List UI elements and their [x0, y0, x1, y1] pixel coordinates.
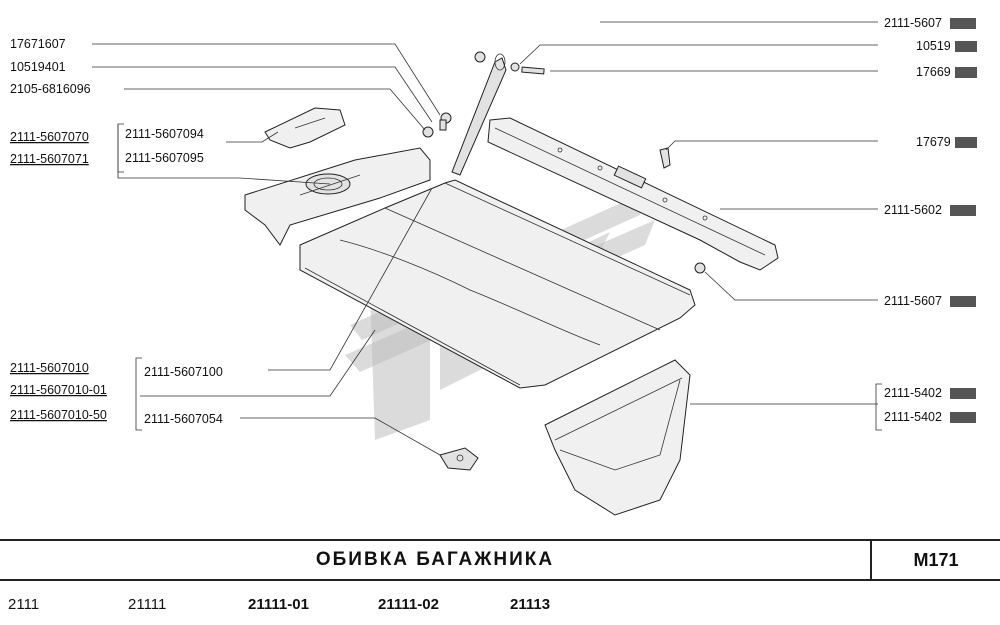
- label-2111-5607094: 2111-5607094: [125, 127, 204, 141]
- title-divider: [870, 541, 872, 579]
- label-2111-5607100: 2111-5607100: [144, 365, 223, 379]
- label-10519401: 10519401: [10, 60, 66, 74]
- speaker-cover: [264, 107, 346, 149]
- model-21113: 21113: [510, 596, 551, 613]
- label-2111-5607071: 2111-5607071: [10, 152, 89, 166]
- label-2111-5607010: 2111-5607010: [10, 361, 89, 375]
- sheet-code: M171: [913, 550, 959, 570]
- redaction-bar: [950, 388, 976, 399]
- title-bar: ОБИВКА БАГАЖНИКА M171: [0, 539, 1000, 581]
- label-right-17679: 17679: [916, 135, 951, 149]
- label-brackets: [117, 123, 882, 431]
- redaction-bar: [955, 41, 977, 52]
- model-2111: 2111: [8, 596, 40, 613]
- label-2111-5607095: 2111-5607095: [125, 151, 204, 165]
- label-2111-5607070: 2111-5607070: [10, 130, 89, 144]
- redaction-bar: [950, 18, 976, 29]
- model-21111-02: 21111-02: [378, 596, 439, 613]
- redaction-bar: [950, 412, 976, 423]
- redaction-bar: [955, 67, 977, 78]
- fasteners: [422, 51, 706, 274]
- redaction-bar: [950, 205, 976, 216]
- redaction-bar: [950, 296, 976, 307]
- label-right-2111-5607-bottom: 2111-5607: [884, 294, 942, 308]
- label-2111-5607010-01: 2111-5607010-01: [10, 383, 107, 397]
- label-right-10519: 10519: [916, 39, 951, 53]
- label-right-2111-5602: 2111-5602: [884, 203, 942, 217]
- bracket: [439, 447, 479, 471]
- parts-diagram: 17671607 10519401 2105-6816096 2111-5607…: [10, 16, 977, 516]
- leader-lines: [92, 21, 878, 456]
- model-list: 2111 21111 21111-01 21111-02 21113: [0, 596, 1000, 620]
- model-21111: 21111: [128, 596, 167, 613]
- support-rod: [451, 53, 507, 176]
- model-21111-01: 21111-01: [248, 596, 309, 613]
- label-right-17669: 17669: [916, 65, 951, 79]
- label-right-2111-5402-a: 2111-5402: [884, 386, 942, 400]
- label-2105-6816096: 2105-6816096: [10, 82, 91, 96]
- page-title: ОБИВКА БАГАЖНИКА: [315, 549, 555, 570]
- shelf-upper-trim: [487, 117, 779, 271]
- label-17671607: 17671607: [10, 37, 66, 51]
- label-2111-5607054: 2111-5607054: [144, 412, 223, 426]
- parcel-shelf: [299, 179, 696, 389]
- label-right-2111-5607-top: 2111-5607: [884, 16, 942, 30]
- side-pocket: [544, 359, 691, 516]
- redaction-bar: [955, 137, 977, 148]
- label-2111-5607010-50: 2111-5607010-50: [10, 408, 107, 422]
- label-right-2111-5402-b: 2111-5402: [884, 410, 942, 424]
